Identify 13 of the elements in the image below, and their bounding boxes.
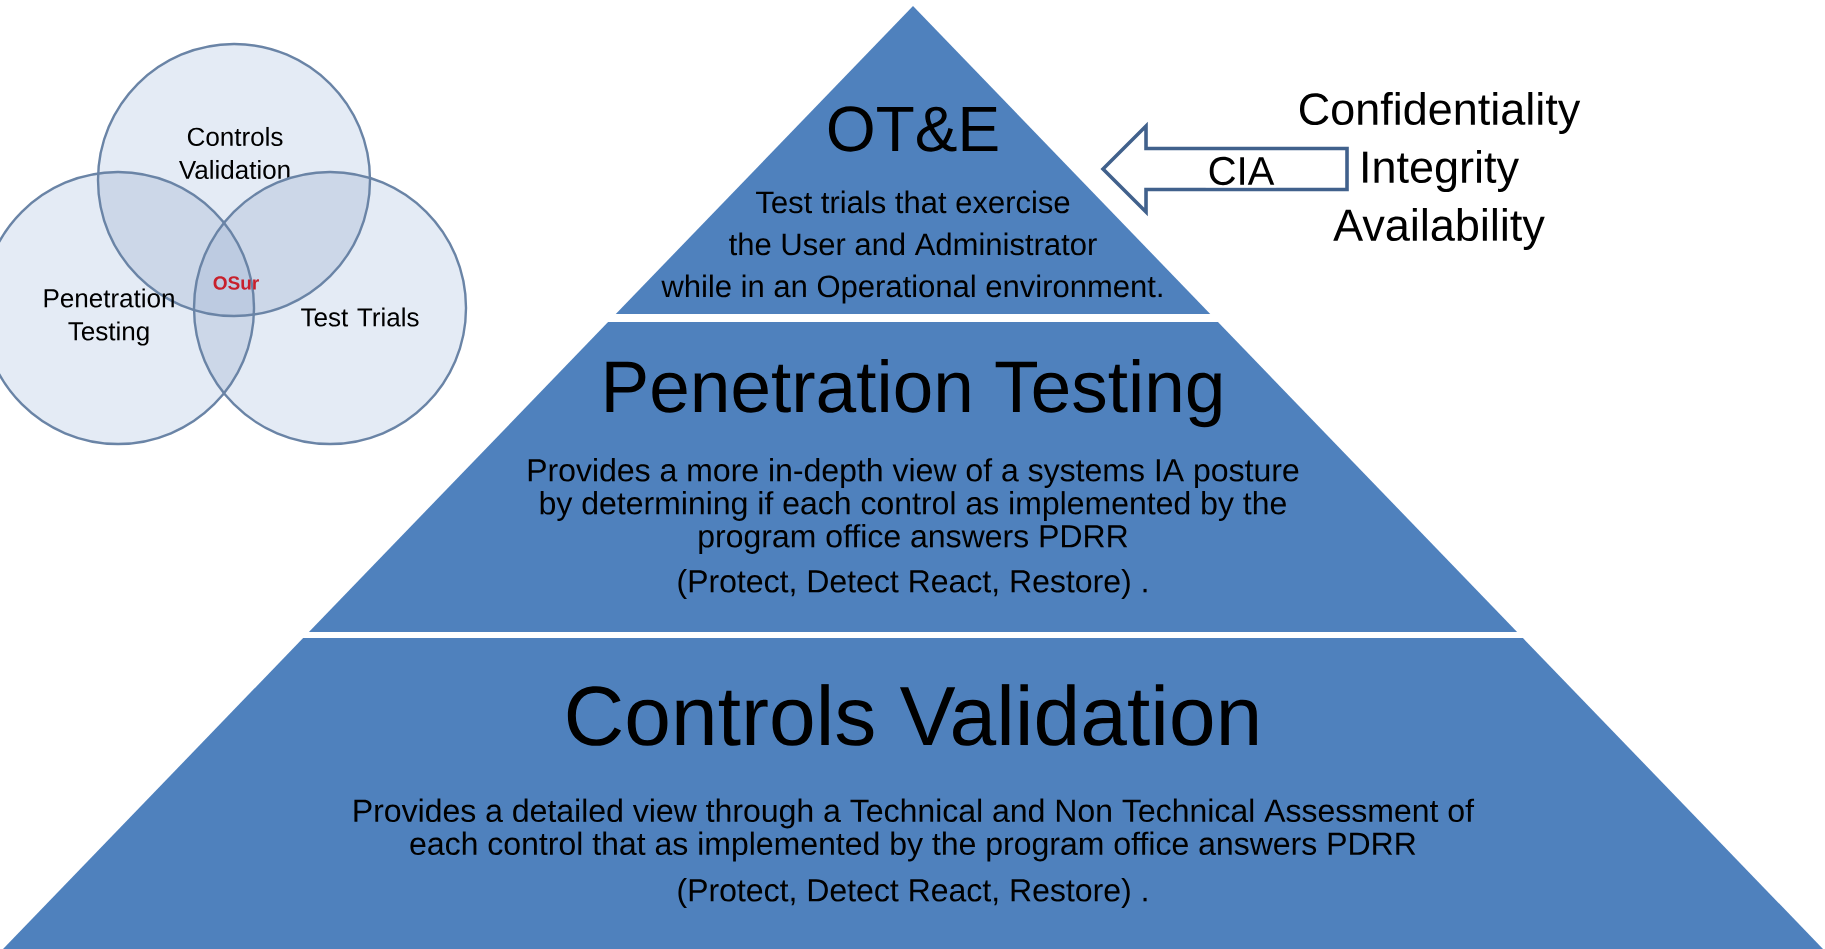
edge-label: CIA bbox=[1205, 154, 1277, 188]
tier-description: (Protect, Detect React, Restore) . bbox=[678, 878, 1147, 908]
tier-description: Provides a detailed view through a Technical and Non Technical Assessment of each control that as implemented by the program office answers PDRR bbox=[354, 798, 1475, 862]
tier-title: Controls Validation bbox=[567, 684, 1257, 746]
intersection-label: OSur bbox=[213, 276, 259, 290]
tier-title: Penetration Testing bbox=[606, 359, 1221, 428]
tier-title: OT&E bbox=[828, 106, 998, 152]
pyramid-tier bbox=[615, 6, 1211, 314]
tier-description: Provides a more in-depth view of a systems IA posture by determining if each control as implemented by the program office answers PDRR bbox=[528, 458, 1299, 554]
pyramid-tier bbox=[3, 638, 1823, 949]
word-list: Confidentiality Integrity Availability bbox=[1300, 92, 1581, 250]
tier-description: Test trials that exercise the User and Administrator while in an Operational environment. bbox=[661, 190, 1162, 304]
tier-description: (Protect, Detect React, Restore) . bbox=[678, 569, 1147, 599]
